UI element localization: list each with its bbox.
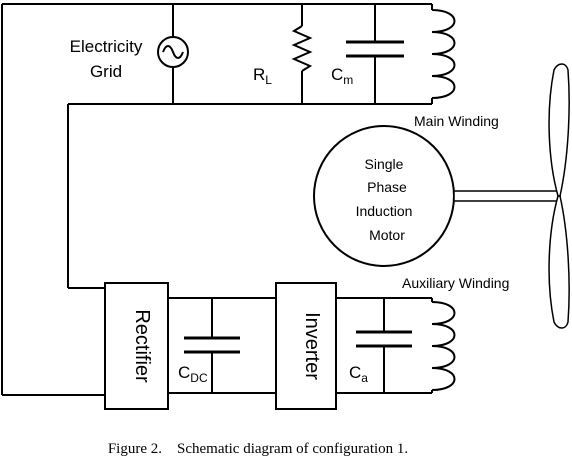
fan-blade-icon-lower: [548, 195, 570, 329]
grid-label-line2: Grid: [90, 62, 122, 81]
inverter-block: [275, 282, 337, 410]
rl-label: RL: [253, 65, 272, 87]
motor-label-line1: Single: [365, 156, 404, 172]
motor-label-line3: Induction: [356, 203, 413, 219]
ca-label: Ca: [349, 363, 368, 385]
grid-label-line1: Electricity: [70, 37, 143, 56]
motor-shaft: [453, 190, 561, 202]
aux-capacitor: [356, 298, 412, 393]
main-winding-coil: [431, 4, 456, 104]
figure-caption: Figure 2. Schematic diagram of configura…: [108, 441, 408, 457]
rectifier-label: Rectifier: [131, 309, 153, 383]
top-wiring: [1, 3, 432, 396]
grid-source: [157, 4, 189, 104]
main-winding-label: Main Winding: [414, 113, 499, 129]
fan-blade-icon: [548, 63, 570, 197]
aux-winding-label: Auxiliary Winding: [402, 275, 509, 291]
motor-group: [313, 63, 570, 329]
inverter-label: Inverter: [301, 312, 323, 380]
cdc-label: CDC: [178, 363, 208, 385]
cm-label: Cm: [331, 65, 353, 87]
load-resistor: [291, 4, 313, 104]
rectifier-block: [104, 282, 169, 410]
motor-circle: [313, 125, 455, 267]
motor-label-line4: Motor: [369, 227, 405, 243]
main-capacitor: [346, 4, 404, 104]
motor-label-line2: Phase: [367, 179, 407, 195]
dc-capacitor: [184, 298, 240, 393]
aux-winding-coil: [431, 298, 456, 393]
